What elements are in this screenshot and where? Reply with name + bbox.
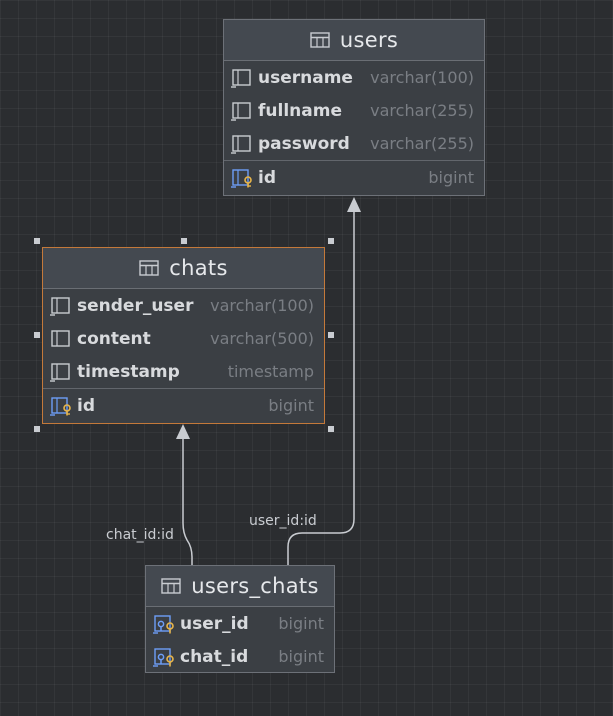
column-name: username [258,67,353,88]
column-row[interactable]: sender_user varchar(100) [43,289,324,322]
resize-handle-top-left[interactable] [34,238,40,244]
column-row[interactable]: password varchar(255) [224,127,484,160]
entity-title: users [339,28,399,52]
column-icon [50,296,70,316]
column-name: sender_user [77,295,194,316]
column-type: varchar(100) [210,296,314,315]
column-type: bigint [278,647,324,666]
resize-handle-bottom-left[interactable] [34,426,40,432]
primary-key-icon [50,396,71,416]
edge-label-chat-id: chat_id:id [106,527,174,543]
column-type: timestamp [227,362,314,381]
column-name: content [77,328,151,349]
arrowhead-chats [176,424,190,439]
entity-header[interactable]: chats [43,248,324,289]
column-row[interactable]: user_id bigint [146,607,334,640]
primary-key-icon [231,168,252,188]
column-type: bigint [428,168,474,187]
column-row[interactable]: timestamp timestamp [43,355,324,388]
column-row[interactable]: chat_id bigint [146,640,334,673]
entity-header[interactable]: users [224,20,484,61]
column-name: id [258,167,276,188]
column-name: password [258,133,350,154]
column-icon [51,329,70,347]
column-type: varchar(255) [370,101,474,120]
primary-key-row[interactable]: id bigint [224,160,484,194]
column-name: id [77,395,95,416]
resize-handle-top[interactable] [181,238,187,244]
relationship-user-id[interactable]: user_id:id [249,197,361,565]
relationship-chat-id[interactable]: chat_id:id [106,424,193,565]
connector-line-chat-id [182,439,193,565]
table-icon [139,260,159,276]
column-name: user_id [180,613,249,634]
entity-title: chats [169,256,228,280]
foreign-key-icon [153,647,174,667]
column-name: chat_id [180,646,249,667]
column-row[interactable]: fullname varchar(255) [224,94,484,127]
resize-handle-top-right[interactable] [328,238,334,244]
table-icon [310,32,330,48]
resize-handle-bottom-right[interactable] [328,426,334,432]
column-name: fullname [258,100,342,121]
primary-key-row[interactable]: id bigint [43,388,324,422]
table-icon [161,578,181,594]
entity-users[interactable]: users username varchar(100) fullname var… [223,19,485,196]
entity-users-chats[interactable]: users_chats user_id bigint chat_id bigin… [145,565,335,673]
column-type: bigint [278,614,324,633]
entity-header[interactable]: users_chats [146,566,334,607]
column-type: varchar(100) [370,68,474,87]
edge-label-user-id: user_id:id [249,513,317,529]
connector-line-user-id [287,212,355,565]
column-icon [231,68,251,88]
entity-title: users_chats [191,574,319,598]
foreign-key-icon [153,614,174,634]
column-type: varchar(500) [210,329,314,348]
column-type: varchar(255) [370,134,474,153]
column-icon [231,134,251,154]
column-icon [231,101,251,121]
entity-chats[interactable]: chats sender_user varchar(100) content v… [42,247,325,424]
column-name: timestamp [77,361,180,382]
column-type: bigint [268,396,314,415]
resize-handle-left[interactable] [34,332,40,338]
column-icon [50,362,70,382]
resize-handle-right[interactable] [328,332,334,338]
column-row[interactable]: content varchar(500) [43,322,324,355]
arrowhead-users [347,197,361,212]
column-row[interactable]: username varchar(100) [224,61,484,94]
